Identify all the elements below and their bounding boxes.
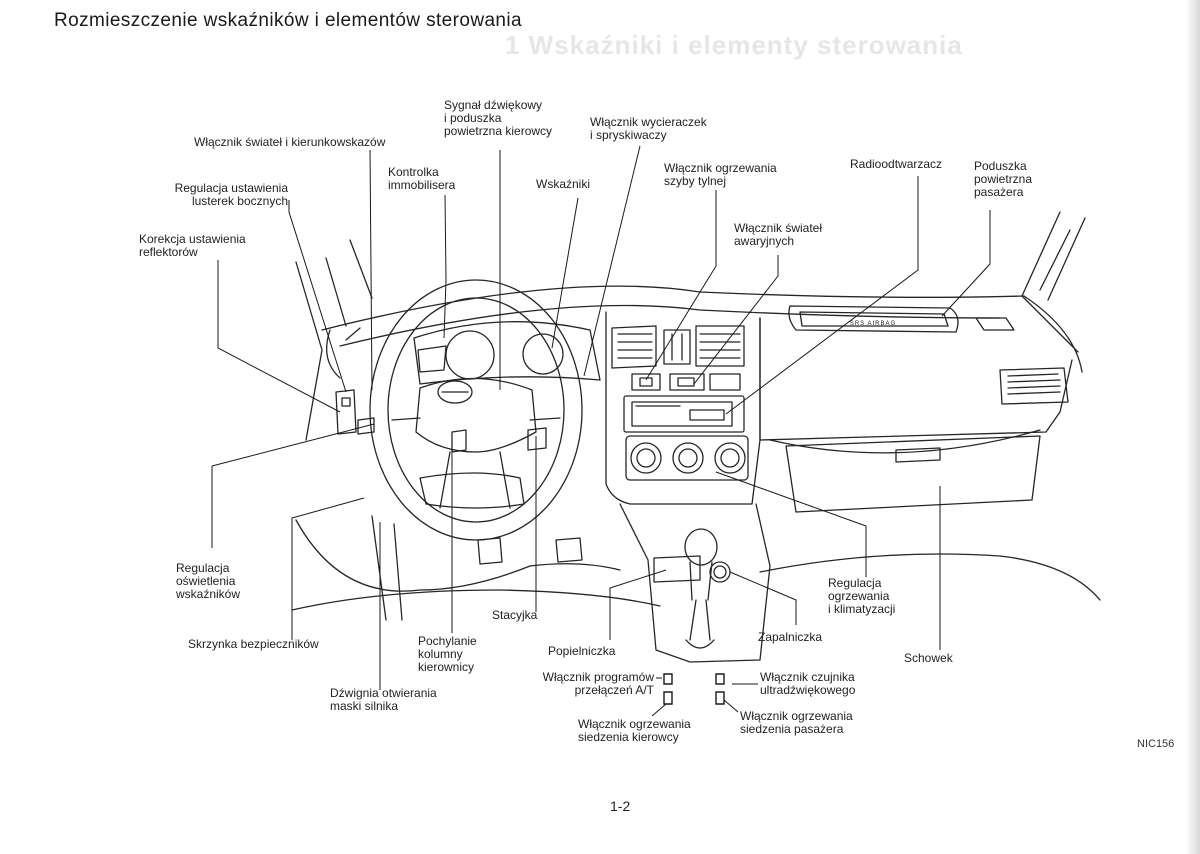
driver-seat-outline [295,519,621,592]
label-light-switch: Włącznik świateł i kierunkowskazów [194,135,386,149]
label-gauges: Wskaźniki [536,177,591,191]
leader-light-switch [369,149,373,391]
label-horn-airbag: Sygnał dźwiękowy i poduszka powietrzna k… [444,98,553,138]
cigarette-lighter [709,561,731,583]
label-passenger-airbag: Poduszka powietrzna pasażera [974,159,1033,199]
steering-logo [437,380,473,404]
leader-climate [715,471,867,577]
label-hood-release: Dźwignia otwierania maski silnika [330,686,437,713]
leader-radio [725,176,919,415]
steering-wheel-rim [369,279,583,541]
leader-headlamp [217,260,341,413]
label-rear-defrost: Włącznik ogrzewania szyby tylnej [664,161,777,188]
label-mirror-adjust: Regulacja ustawienia lusterek bocznych [174,181,288,208]
label-driver-seat-heat: Włącznik ogrzewania siedzenia kierowcy [578,717,691,744]
label-passenger-seat-heat: Włącznik ogrzewania siedzenia pasażera [740,709,853,736]
leader-fuse-box [291,497,365,640]
page-edge-shadow [1186,0,1200,854]
pedals [477,537,583,565]
leader-immobiliser [443,194,447,339]
hazard-switch [669,373,705,391]
leader-wiper [583,145,641,377]
leader-rear-defrost [645,190,717,381]
label-radio: Radioodtwarzacz [850,157,943,171]
left-switch-panel [335,389,357,435]
label-hazard: Włącznik świateł awaryjnych [734,221,823,248]
leader-passenger-airbag [941,210,991,317]
label-ignition: Stacyjka [492,608,538,622]
label-wiper-switch: Włącznik wycieraczek i spryskiwaczy [590,115,707,142]
rear-defrost-switch [631,373,661,391]
label-ultrasonic: Włącznik czujnika ultradźwiękowego [760,670,856,697]
label-ashtray: Popielniczka [548,644,616,658]
label-headlamp-level: Korekcja ustawienia reflektorów [139,232,246,259]
label-fuse-box: Skrzynka bezpieczników [188,637,319,651]
passenger-airbag-text: SRS AIRBAG [850,321,896,327]
steering-hub [415,377,537,453]
bleed-through-heading: 1 Wskaźniki i elementy sterowania [505,30,963,60]
page-title: Rozmieszczenie wskaźników i elementów st… [54,10,522,31]
label-climate: Regulacja ogrzewania i klimatyzacji [828,576,896,616]
leader-passenger-seat [723,699,739,713]
passenger-airbag-cover [788,305,959,333]
label-immobiliser: Kontrolka immobilisera [388,165,456,192]
leader-hazard [693,255,779,385]
instrument-cluster [413,321,601,385]
climate-knobs [625,435,749,481]
leader-ashtray [609,569,667,640]
dashboard-top [321,285,1083,373]
ashtray-box [653,555,701,583]
leader-driver-seat [651,703,667,717]
label-at-mode: Włącznik programów przełączeń A/T [542,670,654,697]
ultrasonic-switch [715,673,725,705]
left-a-pillar [295,239,373,441]
label-tilt-column: Pochylanie kolumny kierownicy [418,634,477,674]
right-side-vent [999,367,1069,405]
label-instrument-brightness: Regulacja oświetlenia wskaźników [176,561,241,601]
column-cover [419,472,525,509]
leader-mirror [288,200,347,393]
right-a-pillar [1021,211,1086,353]
page-number: 1-2 [610,798,631,814]
at-mode-switch [663,673,673,705]
passenger-seat-outline [759,553,1101,601]
label-lighter: Zapalniczka [758,630,823,644]
figure-code: NIC156 [1137,738,1175,750]
gear-lever [685,599,715,649]
center-console [619,503,771,663]
radio-unit [623,395,745,433]
leader-brightness [211,423,375,548]
label-glovebox: Schowek [904,651,953,665]
center-stack [605,311,761,505]
leader-lighter [729,571,797,625]
center-vents [611,325,745,369]
leader-gauges [551,197,579,349]
passenger-dash-face [759,317,1073,441]
glovebox [785,435,1041,513]
